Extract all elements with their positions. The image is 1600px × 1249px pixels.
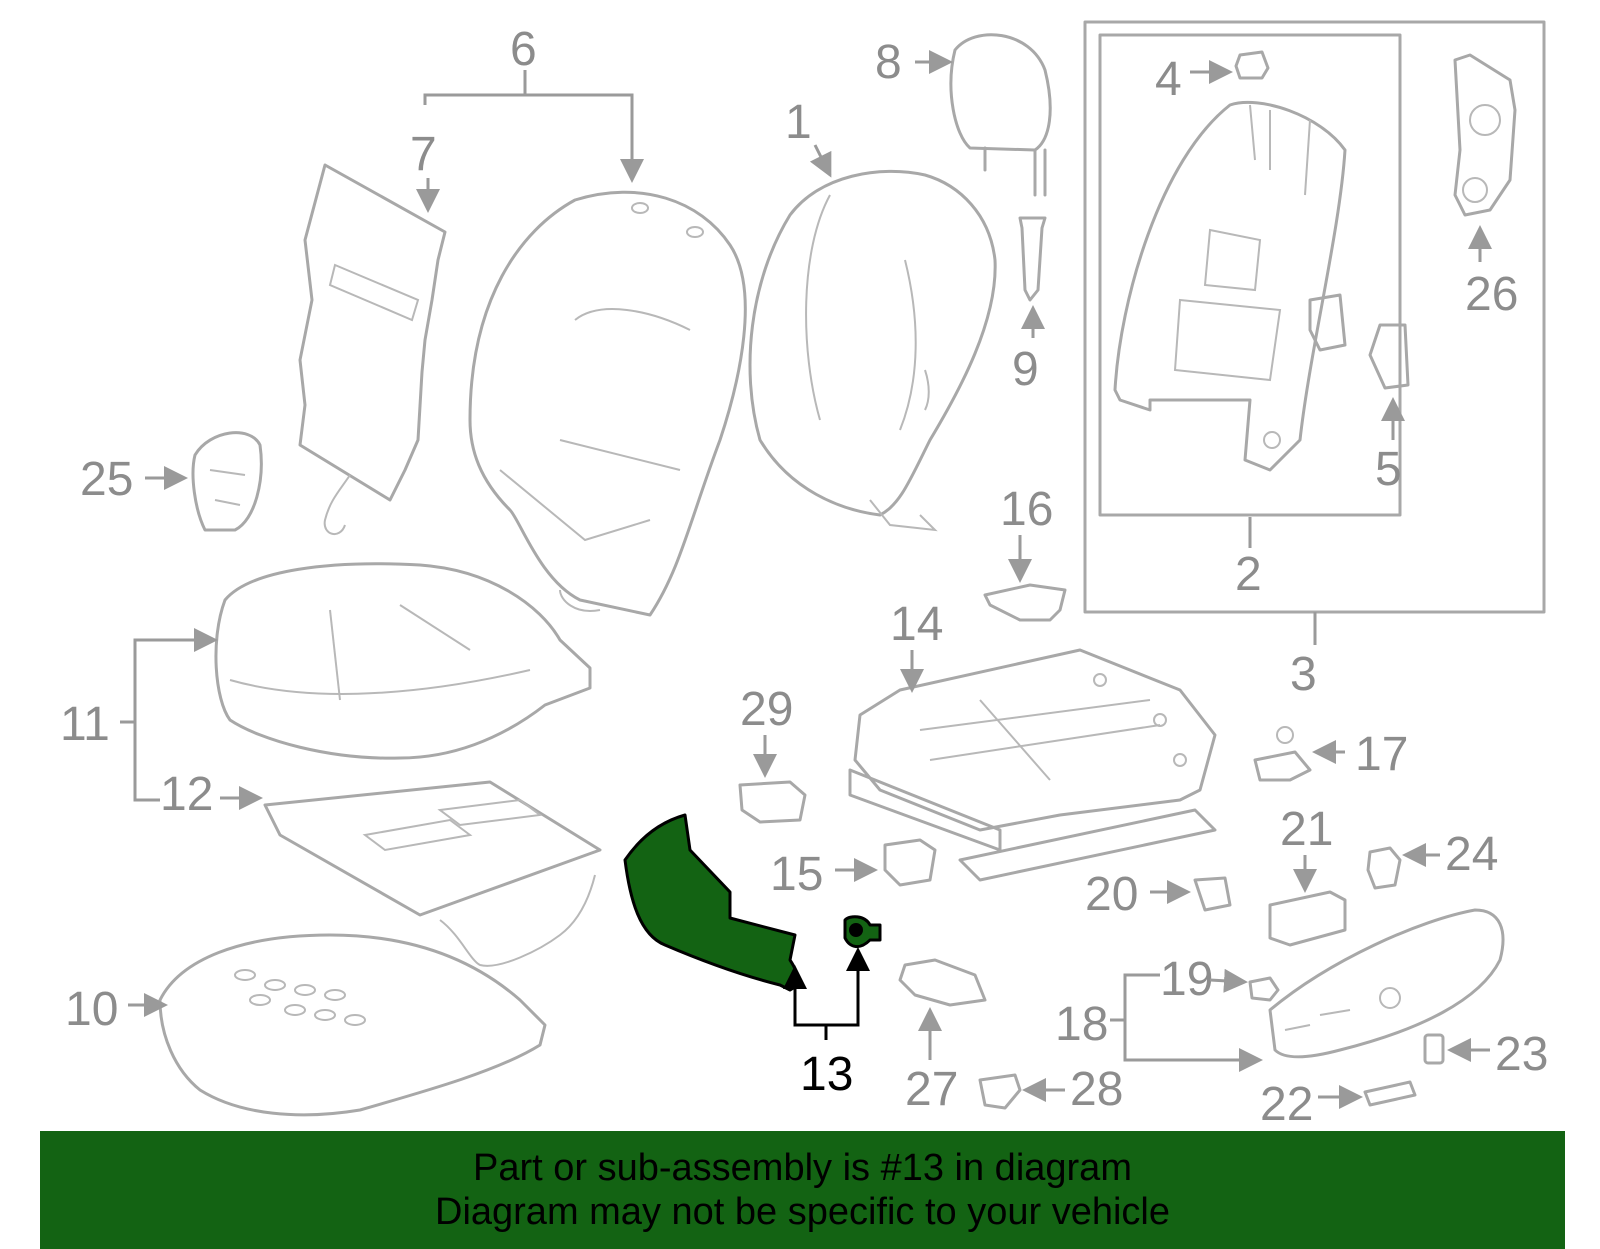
callout-17: 17 xyxy=(1355,728,1408,781)
callout-2: 2 xyxy=(1235,548,1262,601)
callout-16: 16 xyxy=(1000,483,1053,536)
part-29-block xyxy=(738,780,807,824)
callout-1: 1 xyxy=(785,96,812,149)
part-2-seatback-frame xyxy=(1113,100,1347,472)
callout-6: 6 xyxy=(510,23,537,76)
callout-19: 19 xyxy=(1160,953,1213,1006)
part-8-headrest xyxy=(949,33,1052,197)
part-27-cover xyxy=(898,958,987,1007)
callout-13: 13 xyxy=(800,1048,853,1101)
callout-9: 9 xyxy=(1012,343,1039,396)
leader-11a xyxy=(120,628,218,724)
callout-24: 24 xyxy=(1445,828,1498,881)
part-20-switch xyxy=(1193,876,1232,912)
banner-line-1: Part or sub-assembly is #13 in diagram xyxy=(473,1147,1132,1189)
part-5-bracket xyxy=(1308,293,1410,390)
part-26-recliner xyxy=(1453,53,1517,217)
part-19-screw xyxy=(1248,976,1280,1002)
callout-22: 22 xyxy=(1260,1078,1313,1131)
part-16-bracket xyxy=(983,583,1067,622)
part-24-switch xyxy=(1366,846,1402,890)
part-25-cover xyxy=(191,431,263,532)
part-18-side-shield xyxy=(1268,908,1505,1059)
callout-10: 10 xyxy=(65,983,118,1036)
part-22-bezel xyxy=(1363,1080,1417,1107)
part-12-seat-mat xyxy=(263,780,602,967)
callout-15: 15 xyxy=(770,848,823,901)
callout-23: 23 xyxy=(1495,1028,1548,1081)
callout-25: 25 xyxy=(80,453,133,506)
leader-18b xyxy=(1123,1020,1263,1072)
part-9-headrest-guide xyxy=(1018,216,1047,302)
part-23-cap xyxy=(1423,1033,1445,1065)
callout-29: 29 xyxy=(740,683,793,736)
callout-11: 11 xyxy=(60,698,110,751)
group-2-box xyxy=(1098,33,1402,517)
callout-21: 21 xyxy=(1280,803,1333,856)
banner-line-2: Diagram may not be specific to your vehi… xyxy=(435,1191,1170,1233)
callout-20: 20 xyxy=(1085,868,1138,921)
callout-5: 5 xyxy=(1375,443,1402,496)
callout-18: 18 xyxy=(1055,998,1108,1051)
callout-8: 8 xyxy=(875,36,902,89)
leader-11b xyxy=(133,722,160,802)
part-21-module xyxy=(1268,890,1347,947)
part-17-clip xyxy=(1253,726,1312,782)
part-7-seatback-board xyxy=(298,163,447,535)
callout-28: 28 xyxy=(1070,1063,1123,1116)
callout-7: 7 xyxy=(410,128,437,181)
leader-19 xyxy=(1209,968,1248,993)
leader-13 xyxy=(793,955,860,1027)
part-28-clip xyxy=(978,1073,1022,1110)
callout-26: 26 xyxy=(1465,268,1518,321)
leader-18a xyxy=(1110,973,1160,1022)
part-13-shield-highlighted xyxy=(623,813,882,992)
part-11-cushion-cover xyxy=(214,562,592,760)
callout-14: 14 xyxy=(890,598,943,651)
part-14-seat-adjuster xyxy=(848,648,1217,882)
part-15-bracket xyxy=(883,838,937,887)
info-banner: Part or sub-assembly is #13 in diagram D… xyxy=(40,1131,1565,1249)
part-4-clip xyxy=(1234,50,1270,80)
callout-4: 4 xyxy=(1155,53,1182,106)
part-6-seatback-cover xyxy=(468,190,747,617)
callout-27: 27 xyxy=(905,1063,958,1116)
callout-12: 12 xyxy=(160,768,213,821)
leader-1 xyxy=(809,144,832,178)
leader-6 xyxy=(423,93,644,183)
callout-3: 3 xyxy=(1290,648,1317,701)
part-10-cushion-pad xyxy=(158,933,547,1117)
part-1-seatback-pad xyxy=(748,169,997,532)
